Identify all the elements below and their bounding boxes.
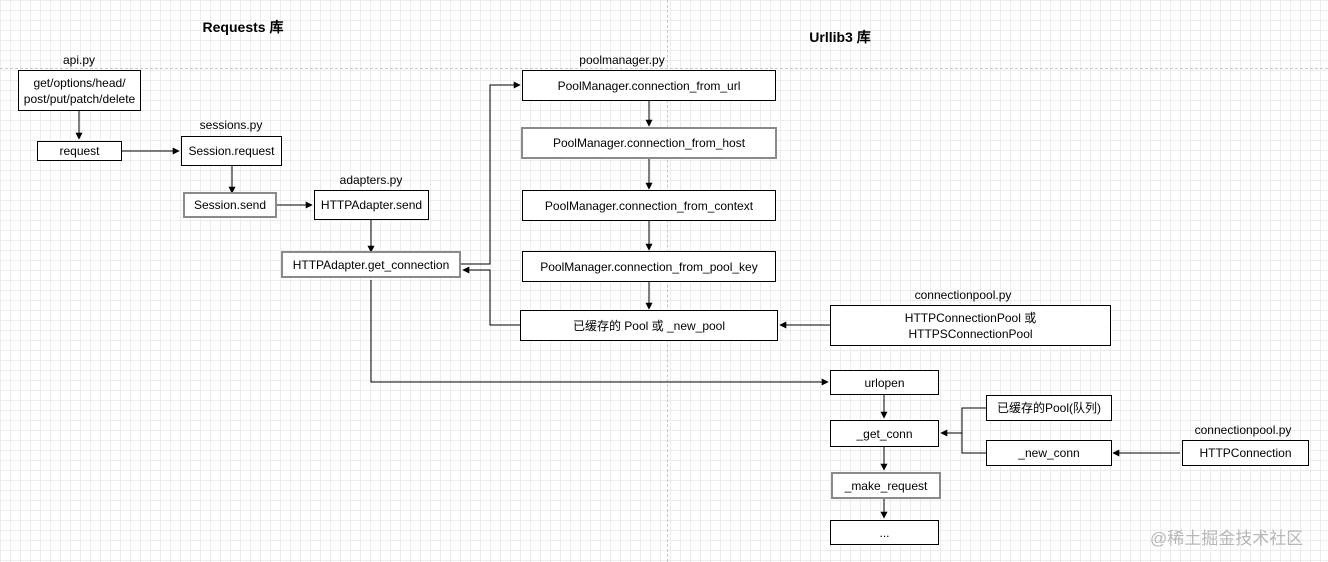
node-ellipsis: ... <box>830 520 939 545</box>
node-get-connection: HTTPAdapter.get_connection <box>281 251 461 278</box>
node-pm-connection-from-pool-key: PoolManager.connection_from_pool_key <box>522 251 776 282</box>
node-get-conn: _get_conn <box>830 420 939 447</box>
node-request: request <box>37 141 122 161</box>
watermark: @稀土掘金技术社区 <box>1150 529 1304 548</box>
node-cached-pool-queue: 已缓存的Pool(队列) <box>986 395 1112 421</box>
file-label-connectionpool-1: connectionpool.py <box>914 288 1012 302</box>
node-urlopen: urlopen <box>830 370 939 395</box>
node-cached-pool-or-new-pool: 已缓存的 Pool 或 _new_pool <box>520 310 778 341</box>
node-make-request: _make_request <box>831 472 941 499</box>
node-http-methods: get/options/head/ post/put/patch/delete <box>18 70 141 111</box>
node-adapter-send: HTTPAdapter.send <box>314 190 429 220</box>
requests-library-title: Requests 库 <box>202 19 284 35</box>
arrow-cached-queue-to-get-conn <box>940 407 986 437</box>
urllib3-library-title: Urllib3 库 <box>809 29 871 45</box>
header-divider-horizontal <box>0 68 1328 69</box>
file-label-sessions: sessions.py <box>199 118 263 132</box>
node-pm-connection-from-host: PoolManager.connection_from_host <box>521 127 777 159</box>
arrow-new-conn-to-get-conn <box>961 433 986 454</box>
arrow-cached-pool-to-get-connection <box>462 266 520 326</box>
arrow-get-connection-to-urlopen <box>370 280 829 386</box>
file-label-adapters: adapters.py <box>339 173 403 187</box>
file-label-api: api.py <box>62 53 96 67</box>
node-pm-connection-from-context: PoolManager.connection_from_context <box>522 190 776 221</box>
node-session-request: Session.request <box>181 136 282 166</box>
node-pm-connection-from-url: PoolManager.connection_from_url <box>522 70 776 101</box>
node-new-conn: _new_conn <box>986 440 1112 466</box>
file-label-connectionpool-2: connectionpool.py <box>1194 423 1292 437</box>
file-label-poolmanager: poolmanager.py <box>579 53 665 67</box>
node-connection-pools: HTTPConnectionPool 或 HTTPSConnectionPool <box>830 305 1111 346</box>
arrow-get-connection-to-pm-url <box>461 81 521 265</box>
node-http-connection: HTTPConnection <box>1182 440 1309 466</box>
node-session-send: Session.send <box>183 192 277 218</box>
